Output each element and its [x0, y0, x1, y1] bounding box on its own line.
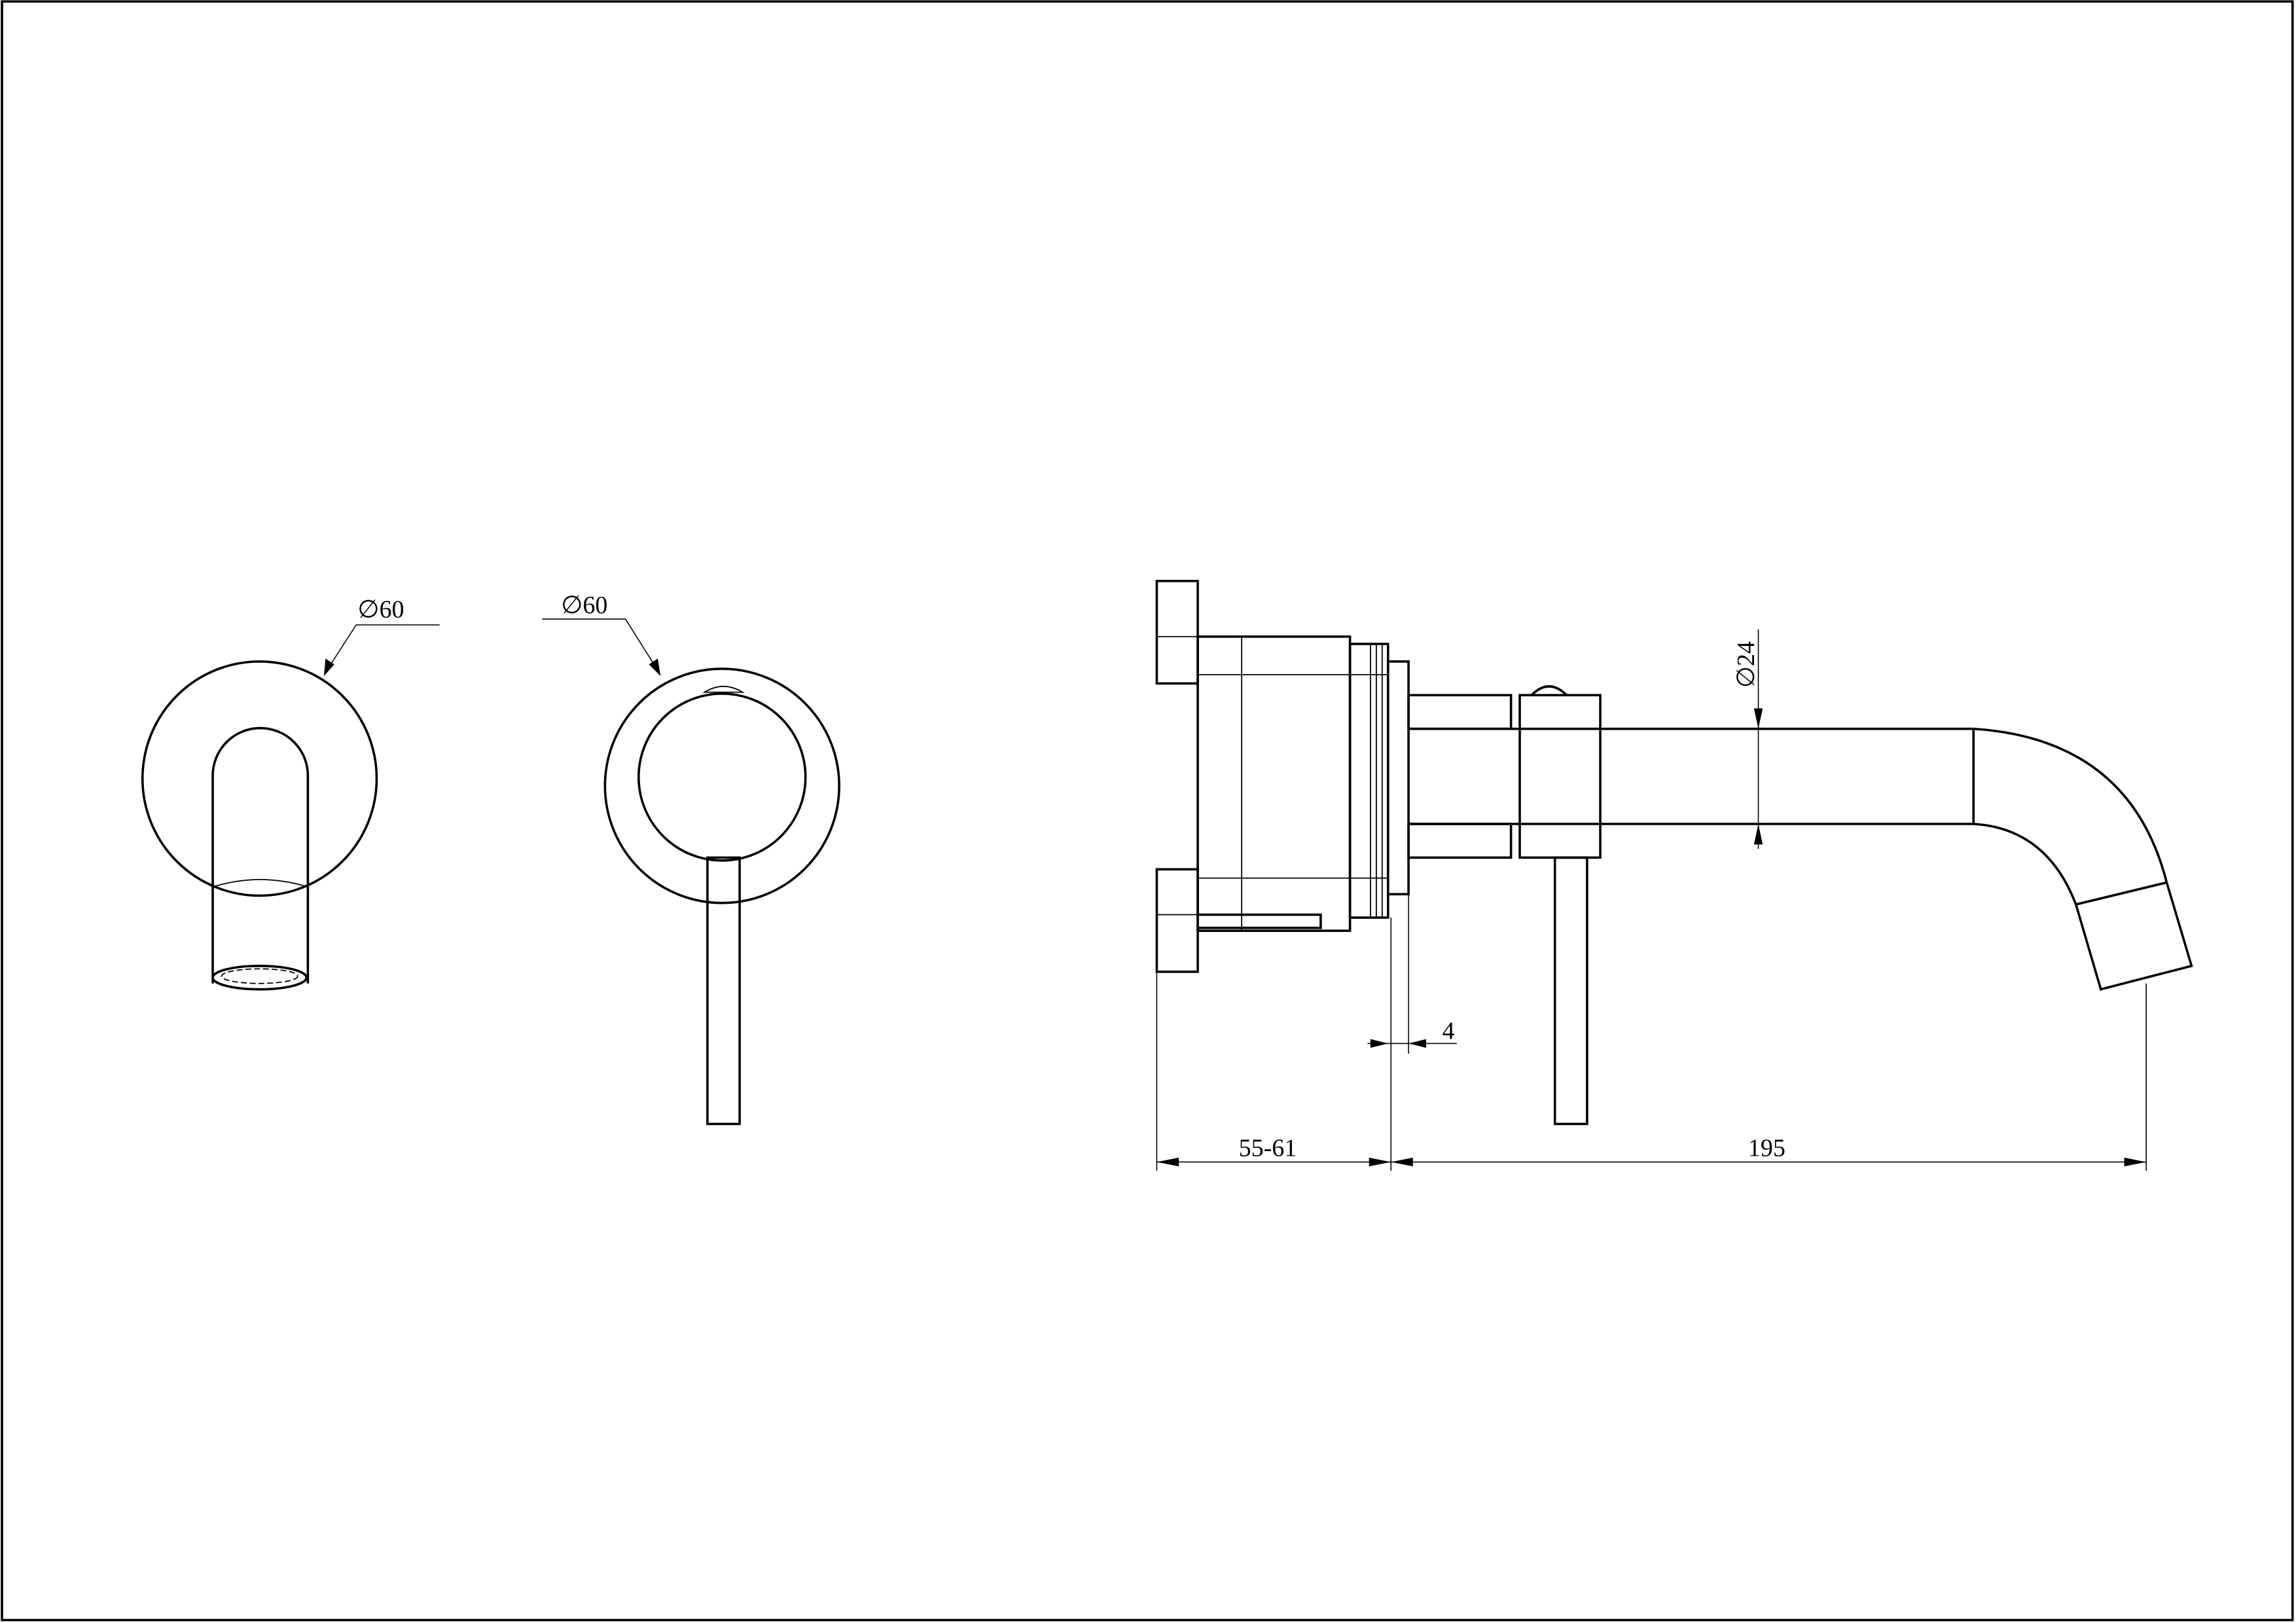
sleeve-lower: [1407, 823, 1513, 859]
aerator-inner: [221, 968, 298, 984]
valve-bottom-step: [1198, 913, 1322, 929]
dimension-label: ∅60: [561, 592, 607, 619]
spout-body: [211, 726, 310, 984]
spout-band-line: [2075, 881, 2167, 906]
sleeve-upper: [1407, 694, 1513, 730]
dimension-mixer-diameter: ∅60: [542, 592, 661, 677]
handle-hub: [1518, 694, 1602, 859]
valve-body: [1196, 635, 1352, 933]
dimension-spout-diameter: ∅60: [323, 596, 440, 677]
side-view: ∅24 4 55-61 195: [1155, 580, 2193, 1171]
spout-curve: [1973, 727, 2193, 991]
dimension-flange-thickness: 4: [1367, 894, 1457, 1054]
mixer-handle-cap: [637, 692, 807, 862]
dimension-pipe-diameter: ∅24: [1732, 629, 1763, 849]
front-view-mixer: ∅60: [542, 592, 840, 1126]
side-lever: [1553, 856, 1588, 1126]
hub-button: [1530, 685, 1568, 696]
dimension-spout-reach: 195: [1391, 983, 2147, 1171]
flange: [1386, 660, 1410, 896]
dimension-label: ∅60: [357, 596, 404, 624]
dimension-label: ∅24: [1732, 641, 1760, 688]
dimension-label: 195: [1748, 1135, 1785, 1162]
spout-band: [212, 879, 308, 888]
spout-wall-plate: [141, 660, 378, 897]
spout-pipe: [1408, 727, 1975, 825]
wall-plate-top: [1155, 580, 1199, 685]
wall-plate-bottom: [1155, 868, 1199, 973]
mixer-button: [702, 686, 745, 693]
dimension-label: 55-61: [1239, 1135, 1297, 1162]
aerator-icon: [211, 965, 308, 991]
dimension-wall-depth: 55-61: [1156, 918, 1391, 1171]
mixer-lever: [706, 856, 741, 1126]
dimension-label: 4: [1442, 1018, 1454, 1045]
mixer-wall-plate: [603, 668, 840, 904]
front-view-spout: ∅60: [141, 596, 440, 991]
